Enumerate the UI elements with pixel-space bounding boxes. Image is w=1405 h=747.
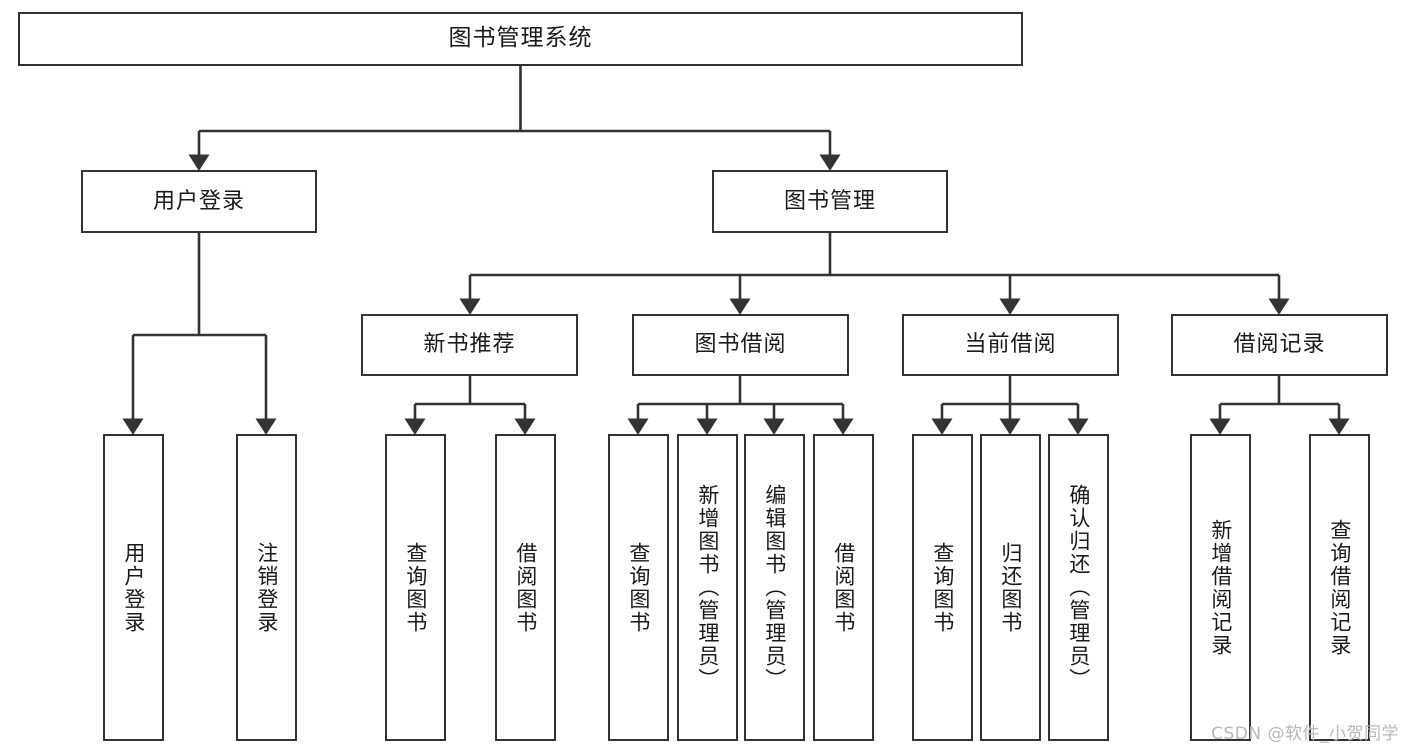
node-label: 注销登录 — [254, 541, 279, 634]
leaf-query-borrow-record[interactable]: 查询借阅记录 — [1309, 434, 1370, 741]
leaf-confirm-return-admin[interactable]: 确认归还（管理员） — [1048, 434, 1109, 741]
leaf-user-login[interactable]: 用户登录 — [103, 434, 164, 741]
node-label: 查询借阅记录 — [1327, 518, 1352, 657]
node-label: 借阅图书 — [513, 541, 538, 634]
node-label: 借阅图书 — [831, 541, 856, 634]
node-label: 查询图书 — [626, 541, 651, 634]
node-label: 编辑图书（管理员） — [762, 484, 787, 691]
node-book-management[interactable]: 图书管理 — [712, 170, 948, 233]
leaf-query-book-recommend[interactable]: 查询图书 — [385, 434, 446, 741]
leaf-query-book-current[interactable]: 查询图书 — [912, 434, 973, 741]
node-label: 用户登录 — [121, 541, 146, 634]
leaf-add-borrow-record[interactable]: 新增借阅记录 — [1190, 434, 1251, 741]
node-label: 确认归还（管理员） — [1066, 484, 1091, 691]
node-label: 查询图书 — [403, 541, 428, 634]
leaf-borrow-book[interactable]: 借阅图书 — [813, 434, 874, 741]
node-label: 当前借阅 — [964, 332, 1057, 358]
node-book-borrow[interactable]: 图书借阅 — [632, 314, 849, 376]
leaf-query-book-borrow[interactable]: 查询图书 — [608, 434, 669, 741]
node-label: 新书推荐 — [423, 332, 516, 358]
node-borrow-record[interactable]: 借阅记录 — [1171, 314, 1388, 376]
node-label: 图书借阅 — [694, 332, 787, 358]
node-current-borrow[interactable]: 当前借阅 — [902, 314, 1119, 376]
node-label: 新增图书（管理员） — [695, 484, 720, 691]
leaf-edit-book-admin[interactable]: 编辑图书（管理员） — [744, 434, 805, 741]
node-label: 归还图书 — [998, 541, 1023, 634]
leaf-add-book-admin[interactable]: 新增图书（管理员） — [677, 434, 738, 741]
node-user-login[interactable]: 用户登录 — [81, 170, 317, 233]
leaf-borrow-book-recommend[interactable]: 借阅图书 — [495, 434, 556, 741]
node-label: 用户登录 — [152, 188, 245, 214]
csdn-watermark: CSDN @软件_小贺同学 — [1211, 724, 1399, 744]
node-new-book-recommend[interactable]: 新书推荐 — [361, 314, 578, 376]
node-label: 查询图书 — [930, 541, 955, 634]
leaf-logout[interactable]: 注销登录 — [236, 434, 297, 741]
node-label: 图书管理 — [783, 188, 876, 214]
node-label: 借阅记录 — [1233, 332, 1326, 358]
node-root-system[interactable]: 图书管理系统 — [18, 12, 1023, 66]
leaf-return-book[interactable]: 归还图书 — [980, 434, 1041, 741]
node-label: 新增借阅记录 — [1208, 518, 1233, 657]
node-label: 图书管理系统 — [448, 25, 593, 52]
